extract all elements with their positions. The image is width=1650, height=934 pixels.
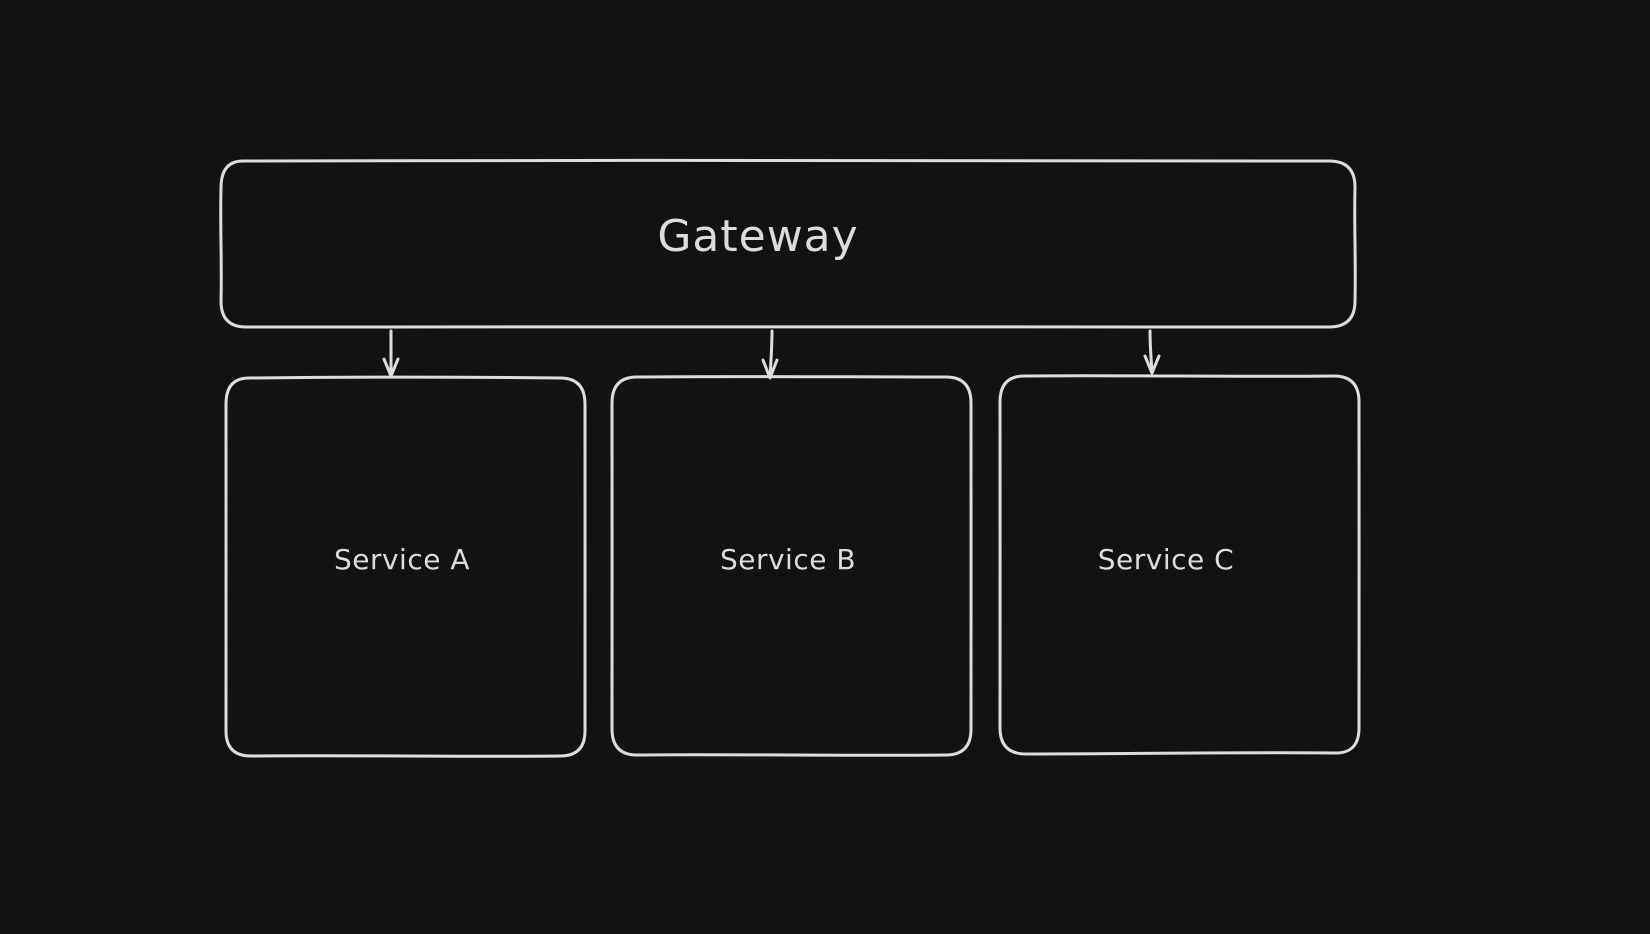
service-b-label: Service B xyxy=(720,543,856,576)
gateway-label: Gateway xyxy=(657,211,858,262)
service-node-c[interactable]: Service C xyxy=(998,374,1361,756)
service-node-b[interactable]: Service B xyxy=(610,375,973,757)
gateway-box xyxy=(219,158,1357,329)
service-c-label: Service C xyxy=(1098,543,1234,576)
arrow-gateway-to-service-c xyxy=(1143,329,1161,375)
arrow-gateway-to-service-b xyxy=(761,329,779,380)
service-node-a[interactable]: Service A xyxy=(224,375,587,758)
gateway-node[interactable]: Gateway xyxy=(219,158,1357,329)
service-a-box xyxy=(224,375,587,758)
service-a-label: Service A xyxy=(334,543,470,576)
arrow-gateway-to-service-a xyxy=(382,329,400,378)
service-c-box xyxy=(998,374,1361,756)
service-b-box xyxy=(610,375,973,757)
